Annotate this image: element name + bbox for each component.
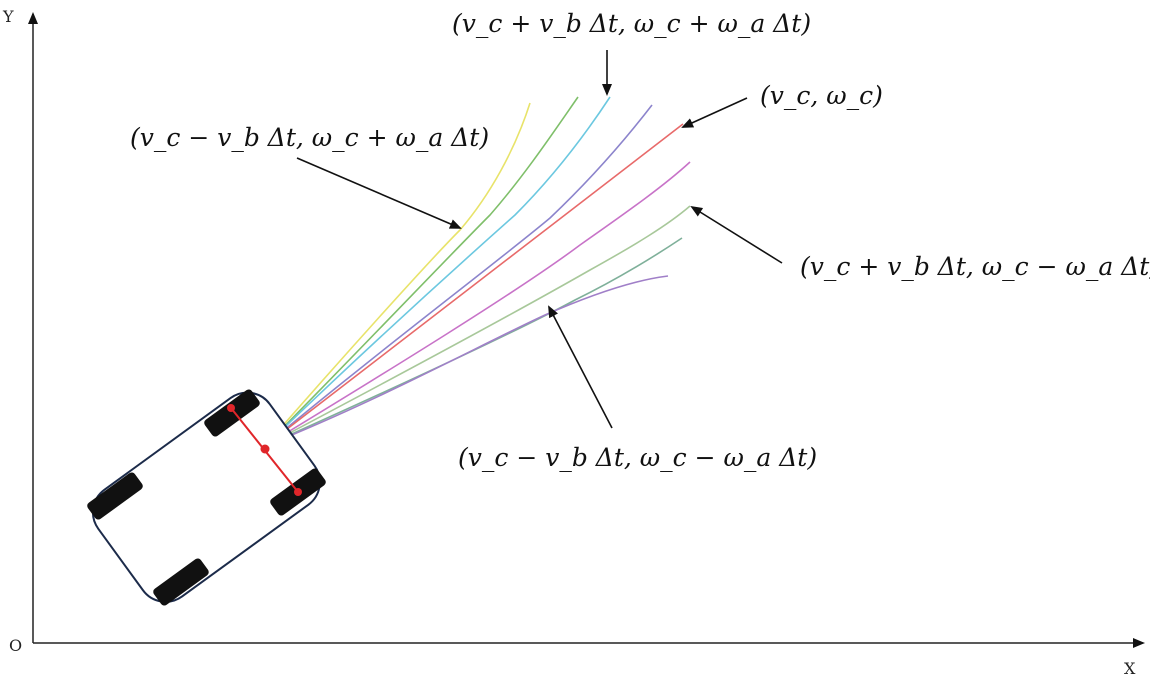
arrow-left [296,157,462,229]
arrow-bottom [548,305,613,429]
axle-joint-bottom [294,488,302,496]
wheel-rear-left [87,472,143,520]
trajectory-line [264,96,611,447]
x-axis-label: X [1124,659,1136,678]
origin-label: O [9,636,22,655]
trajectory-line [264,161,691,447]
label-bottom: (v_c − v_b Δt, ω_c − ω_a Δt) [458,443,817,472]
arrow-right [690,205,783,264]
axle-center [260,444,270,454]
label-right: (v_c + v_b Δt, ω_c − ω_a Δt) [800,252,1150,281]
wheel-rear-right [153,558,209,606]
wheel-front-left [204,389,260,437]
y-axis-label: Y [2,7,14,26]
trajectory-line [264,275,669,447]
trajectory-line [264,237,683,447]
trajectory-line [264,104,653,447]
trajectory-line [264,102,531,447]
arrow-top-right [681,97,748,128]
label-left: (v_c − v_b Δt, ω_c + ω_a Δt) [130,123,489,152]
label-top-right: (v_c, ω_c) [760,81,883,110]
label-top-center: (v_c + v_b Δt, ω_c + ω_a Δt) [452,9,811,38]
trajectory-line [264,96,579,447]
trajectory-fan [264,96,691,447]
axle-joint-top [227,404,235,412]
axle [227,404,302,496]
trajectory-line [264,123,684,447]
trajectory-line [264,205,691,447]
